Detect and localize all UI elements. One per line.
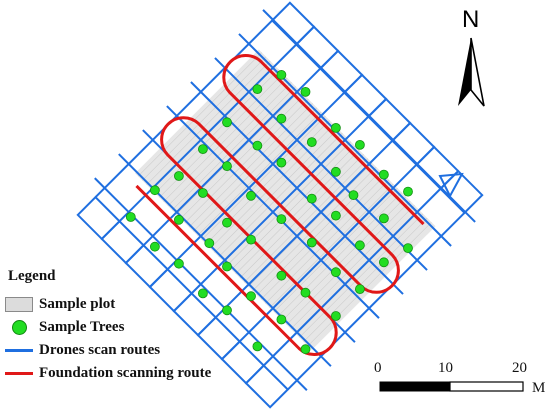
legend-item-foundation-route: Foundation scanning route	[4, 362, 274, 385]
scale-unit: M	[532, 380, 546, 396]
north-arrow: N	[452, 6, 496, 116]
drone-turn-box	[76, 195, 121, 241]
drone-turn-box	[270, 1, 316, 46]
drone-turn-box	[100, 219, 145, 265]
map-legend: Legend Sample plot Sample Trees Drones s…	[4, 268, 274, 385]
drone-turn-box	[366, 97, 412, 143]
sample-tree-point	[125, 212, 136, 222]
blue-line-icon	[5, 349, 33, 352]
sample-tree-point	[276, 214, 287, 225]
sample-tree-point	[330, 210, 341, 221]
drone-turn-box	[439, 169, 484, 215]
drone-route-line	[287, 212, 466, 391]
sample-tree-point	[330, 267, 341, 278]
north-label: N	[462, 6, 480, 33]
drone-start-marker-icon	[438, 172, 464, 199]
sample-tree-point	[300, 87, 311, 97]
sample-tree-point	[222, 117, 232, 128]
sample-tree-point	[149, 241, 160, 252]
sample-tree-point	[149, 185, 160, 196]
sample-tree-point	[330, 311, 341, 321]
sample-tree-point	[330, 166, 341, 177]
drone-turn-box	[390, 121, 436, 167]
sample-tree-point	[197, 144, 208, 155]
sample-tree-point	[300, 287, 311, 298]
sample-tree-point	[276, 157, 287, 168]
scale-segment-black	[379, 381, 451, 392]
sample-tree-point	[300, 344, 311, 355]
sample-plot-symbol-icon	[5, 297, 33, 312]
drone-turn-box	[318, 49, 364, 95]
legend-label-foundation-route: Foundation scanning route	[39, 365, 212, 381]
sample-tree-point	[378, 169, 389, 180]
tree-symbol-icon	[11, 320, 27, 335]
sample-tree-point	[354, 284, 365, 295]
drone-route-line	[166, 105, 380, 319]
drone-route-line	[238, 33, 452, 247]
sample-tree-point	[246, 190, 256, 201]
legend-item-sample-plot: Sample plot	[4, 293, 274, 316]
sample-tree-point	[173, 214, 184, 225]
legend-item-sample-trees: Sample Trees	[4, 316, 274, 339]
red-line-icon	[5, 372, 33, 375]
legend-label-sample-trees: Sample Trees	[39, 319, 125, 335]
sample-tree-point	[246, 291, 256, 302]
sample-tree-point	[403, 186, 413, 197]
sample-tree-point	[378, 213, 389, 224]
drone-turn-box	[415, 145, 460, 191]
drone-turn-box	[342, 73, 388, 119]
legend-item-drone-routes: Drones scan routes	[4, 339, 274, 362]
sample-tree-point	[306, 237, 317, 248]
north-arrow-icon	[458, 37, 485, 107]
sample-tree-point	[403, 243, 413, 254]
legend-title: Legend	[8, 268, 56, 284]
scale-label-10: 10	[438, 360, 453, 376]
legend-label-sample-plot: Sample plot	[39, 296, 116, 312]
scale-label-0: 0	[374, 360, 382, 376]
sample-tree-point	[252, 84, 263, 94]
sample-tree-point	[204, 238, 215, 249]
sample-tree-point	[222, 261, 232, 272]
sample-tree-point	[173, 171, 184, 181]
drone-route-line	[94, 19, 273, 198]
sample-tree-point	[222, 217, 232, 228]
foundation-scanning-route	[135, 54, 425, 356]
sample-tree-point	[354, 240, 365, 251]
sample-tree-point	[354, 139, 365, 150]
sample-tree-point	[306, 137, 317, 148]
sample-tree-point	[246, 234, 256, 245]
scale-label-20: 20	[512, 360, 527, 376]
sample-tree-point	[348, 190, 359, 201]
sample-tree-point	[252, 341, 263, 352]
sample-tree-point	[222, 305, 232, 316]
sample-tree-point	[276, 113, 287, 124]
legend-label-drone-routes: Drones scan routes	[39, 342, 161, 358]
drone-route-line	[190, 81, 404, 295]
sample-tree-point	[378, 257, 389, 268]
sample-tree-point	[197, 188, 208, 198]
foundation-route-path	[135, 54, 425, 356]
sample-tree-point	[330, 123, 341, 133]
scale-segment-white	[449, 381, 524, 392]
sample-tree-point	[276, 314, 287, 325]
drone-turn-box	[244, 364, 290, 409]
sample-tree-point	[276, 70, 287, 80]
sample-tree-point	[173, 258, 184, 269]
sample-tree-point	[306, 193, 317, 204]
sample-trees-layer	[125, 70, 413, 355]
sample-tree-point	[197, 288, 208, 299]
sample-tree-point	[276, 270, 287, 281]
sample-tree-point	[222, 161, 232, 172]
drone-turn-box	[294, 25, 340, 70]
scale-bar	[379, 381, 524, 392]
sample-tree-point	[252, 140, 263, 151]
drone-route-line	[214, 57, 428, 271]
